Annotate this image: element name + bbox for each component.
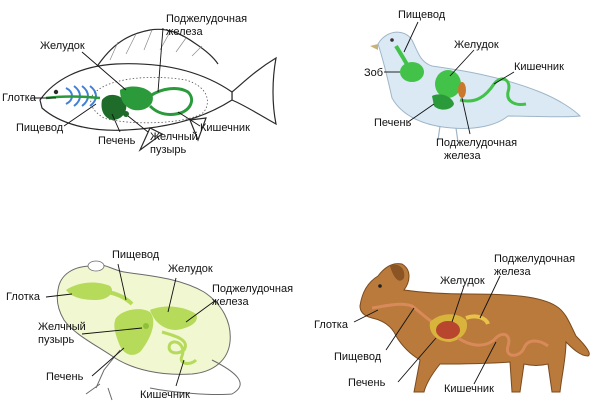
bird-pancreas-label-1: Поджелудочная [436,137,517,149]
dog-intestine-label: Кишечник [444,383,494,395]
fish-esophagus-line [63,103,97,127]
bird-intestine-line [493,71,515,85]
frog-liver-label: Печень [46,371,84,383]
fish-eye [53,89,59,95]
bird-pancreas-label-2: железа [444,150,481,162]
frog-intestine-line [175,359,185,387]
bird-pancreas [458,82,466,98]
fish-intestine-line [177,111,201,127]
frog-stomach-line [167,277,177,313]
fish-intestine [148,87,193,116]
bird-liver-line [407,103,435,123]
dog-pancreas-line [479,275,501,319]
fish-liver-label: Печень [98,135,136,147]
bird-beak [370,44,378,50]
frog-gallbladder [143,323,149,329]
bird-stomach-label: Желудок [454,39,499,51]
frog-pharynx-label: Глотка [6,291,41,303]
dog-stomach-label: Желудок [440,275,485,287]
frog-liver [114,309,154,355]
dog-stomach-line [451,285,465,323]
dog-pancreas-label-2: железа [494,266,531,278]
fish-pelvic-fin [138,127,164,152]
bird-body [377,31,582,129]
bird-intestine [459,77,527,106]
dog-liver-label: Печень [348,377,386,389]
frog-eye [87,260,105,272]
frog-pharynx-line [45,293,73,298]
dog-esophagus-label: Пищевод [334,351,382,363]
frog-intestine-label: Кишечник [140,389,190,401]
bird-stomach [435,70,461,98]
fish-stomach [120,86,153,111]
fish-intestine-label: Кишечник [200,122,250,134]
frog-pancreas-label-1: Поджелудочная [212,283,293,295]
fish-figure [39,28,277,152]
fish-anal-fin [189,117,207,142]
dog-intestine-line [473,341,497,385]
dog-eye [378,284,382,288]
dog-esophagus [371,302,439,328]
frog-gallbladder-line [81,327,143,335]
bird-stomach-line [449,49,475,77]
bird-crop [400,62,424,82]
bird-eye [390,38,394,42]
bird-figure [370,31,582,143]
bird-esophagus-line [403,21,419,53]
frog-esophagus [107,290,134,306]
bird-liver [432,94,454,110]
fish-gallbladder-label-2: пузырь [150,144,187,156]
bird-liver-label: Печень [374,117,412,129]
fish-pancreas-label-1: Поджелудочная [166,13,247,25]
fish-stomach-label: Желудок [40,40,85,52]
fish-gallbladder [123,111,129,117]
fish-dorsal-fin [95,28,219,69]
frog-esophagus-line [117,263,127,301]
fish-gallbladder-line [127,115,149,133]
fish-liver [101,94,127,120]
fish-fin-rays [109,29,203,61]
frog-intestine [161,330,198,365]
frog-pancreas-line [185,299,217,323]
frog-pancreas-label-2: железа [212,296,249,308]
fish-liver-line [111,113,121,133]
fish-pancreas-label-2: железа [166,26,203,38]
frog-gallbladder-label-2: пузырь [38,334,75,346]
dog-figure [359,263,590,393]
frog-stomach [150,306,197,330]
dog-stomach [436,321,460,339]
frog-liver-line [91,347,125,377]
frog-pharynx [66,282,113,300]
fish-stomach-line [81,51,127,91]
bird-intestine-label: Кишечник [514,61,564,73]
fish-gallbladder-label-1: Желчный [150,131,198,143]
frog-stomach-label: Желудок [168,263,213,275]
frog-legs [85,349,241,401]
dog-intestine [457,332,549,357]
bird-legs [437,125,459,143]
frog-esophagus-label: Пищевод [112,249,160,261]
dog-liver-line [397,337,437,383]
dog-pharynx-label: Глотка [314,319,349,331]
frog-figure [56,260,241,401]
fish-pancreas-line [157,27,164,93]
dog-pancreas-label-1: Поджелудочная [494,253,575,265]
dog-pharynx-line [353,309,379,323]
bird-crop-label: Зоб [364,67,383,79]
fish-tail [231,56,277,126]
fish-esophagus-label: Пищевод [16,122,64,134]
dog-esophagus-line [385,307,415,351]
dog-ear [390,264,405,281]
frog-gallbladder-label-1: Желчный [38,321,86,333]
bird-pancreas-line [461,97,471,135]
fish-pharynx-label: Глотка [2,92,37,104]
dog-body [359,263,590,393]
bird-esophagus-label: Пищевод [398,9,446,21]
